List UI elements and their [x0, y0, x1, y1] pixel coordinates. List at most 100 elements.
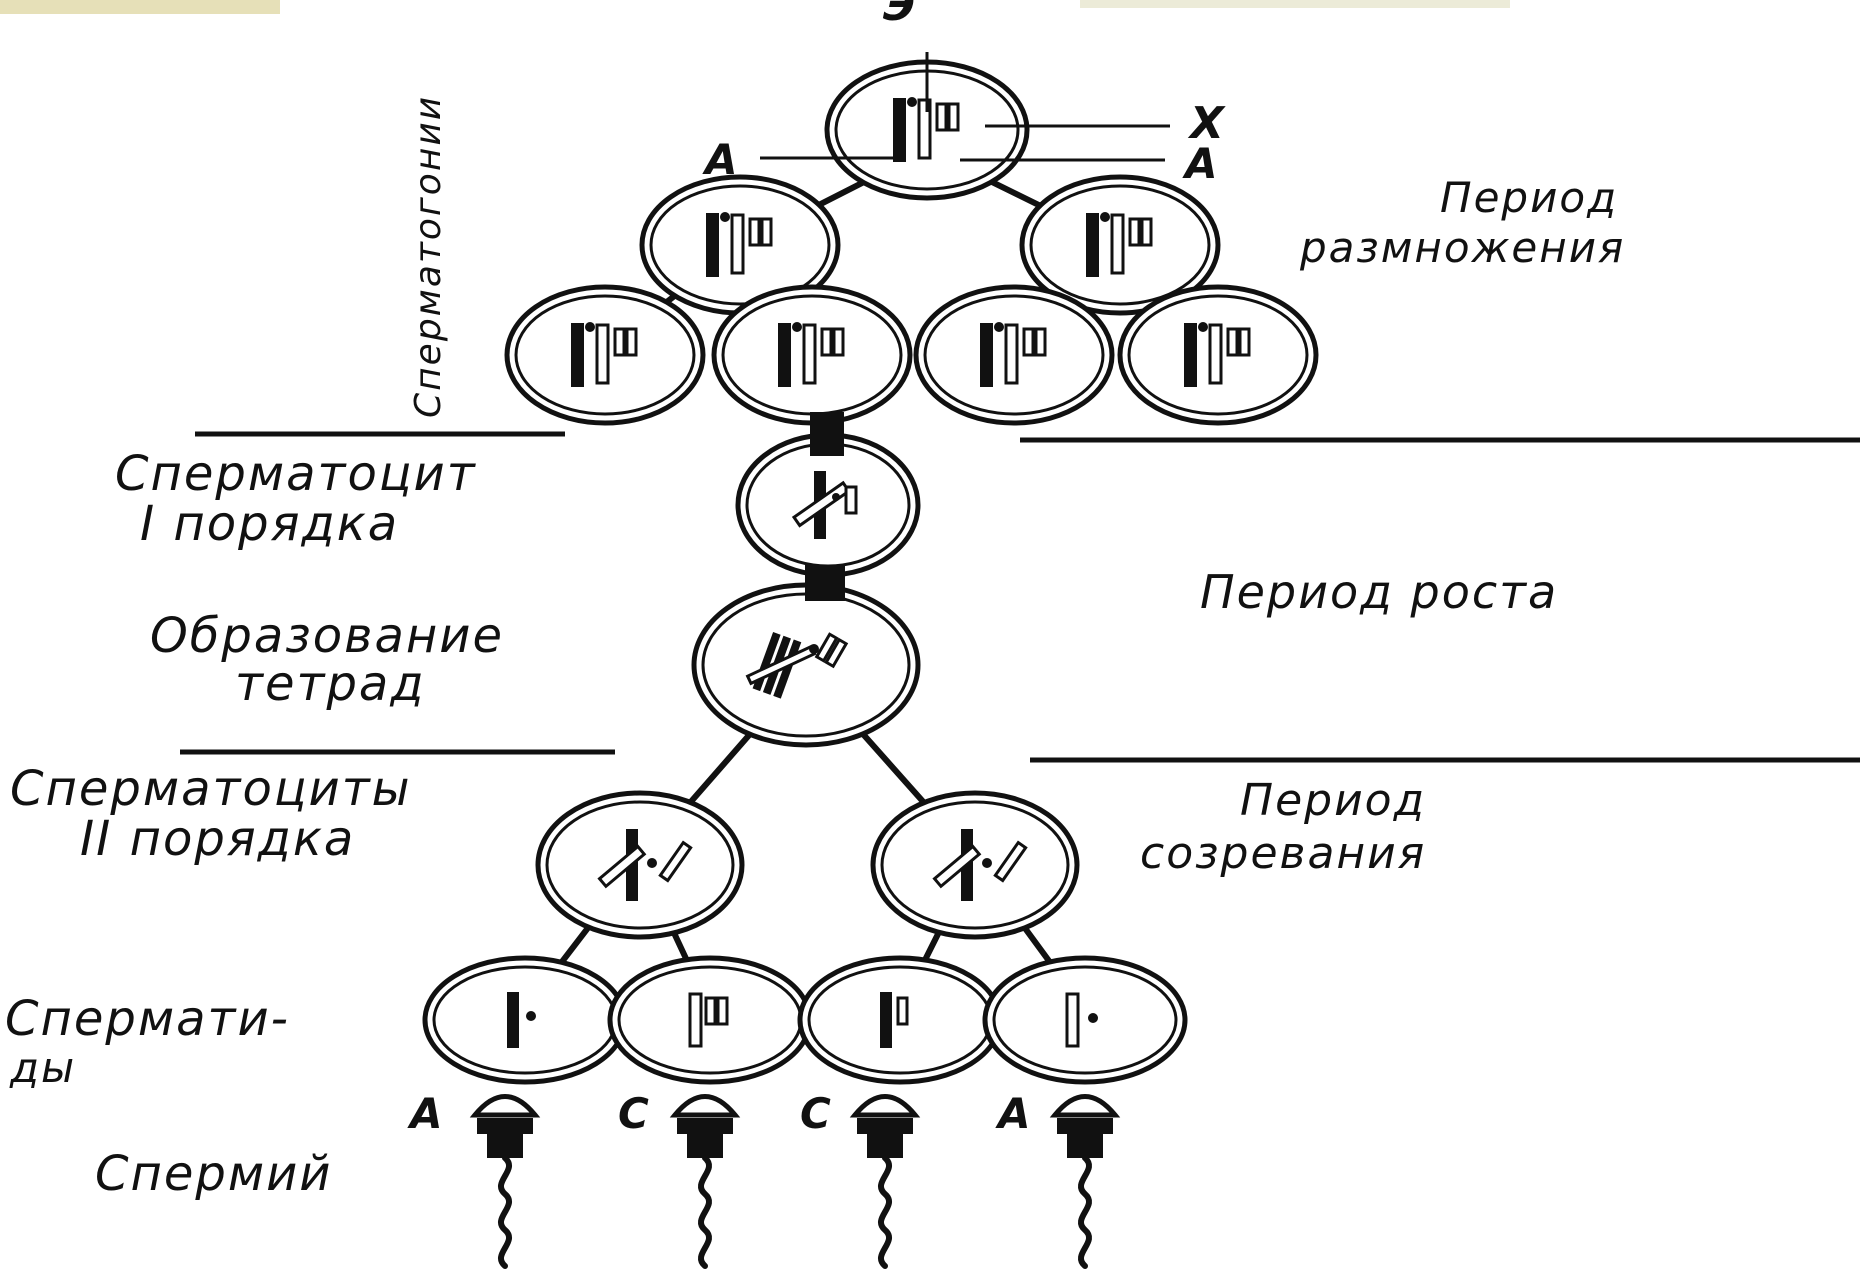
tetrad-small — [814, 632, 839, 663]
chromosome-light — [597, 844, 647, 889]
sperm-cell — [669, 1094, 741, 1269]
chromosome-light — [1110, 213, 1125, 275]
chromosome-dark — [1086, 213, 1099, 277]
cell-inner-ring — [880, 800, 1070, 930]
centromere-dot — [526, 1011, 536, 1021]
chromosome-small — [1238, 327, 1251, 357]
chromosome-small — [716, 996, 729, 1026]
sperm-letter-4: А — [995, 1089, 1033, 1138]
label-maturation-period-2: созревания — [1140, 828, 1426, 879]
top-bar-right — [1080, 0, 1510, 8]
chromosome-light — [1004, 323, 1019, 385]
chromosome-small — [1034, 327, 1047, 357]
label-spermatocyte-1-line1: Сперматоцит — [115, 446, 477, 502]
sperm-neck — [677, 1118, 733, 1134]
label-growth-period: Период роста — [1200, 565, 1558, 619]
chromosome-small — [760, 217, 773, 247]
spermatogonium-cell — [639, 174, 841, 316]
spermatid-cell — [422, 955, 628, 1085]
cell-inner-ring — [701, 592, 911, 738]
label-maturation-period-1: Период — [1240, 775, 1426, 826]
sperm-letter-1: А — [407, 1089, 445, 1138]
chromosome-light — [1208, 323, 1223, 385]
chromosome-light — [917, 98, 932, 160]
sperm-neck — [477, 1118, 533, 1134]
sperm-tail — [1078, 1155, 1092, 1269]
label-tetrad-formation-1: Образование — [150, 608, 504, 664]
chromosome-small — [935, 102, 948, 132]
sperm-midpiece — [487, 1134, 523, 1158]
sperm-neck — [1057, 1118, 1113, 1134]
centromere-dot — [647, 858, 657, 868]
chromosome-light — [595, 323, 610, 385]
sperm-head — [469, 1094, 541, 1118]
chromosome-small — [993, 840, 1028, 883]
chromosome-small — [896, 996, 909, 1026]
chromosome-small — [844, 485, 858, 515]
centromere-dot — [720, 212, 730, 222]
centromere-dot — [1100, 212, 1110, 222]
chromosome-small — [625, 327, 638, 357]
period-dividers — [180, 431, 1860, 763]
sperm-cell — [469, 1094, 541, 1269]
label-spermatocytes-2-line2: II порядка — [80, 811, 355, 867]
cells — [422, 59, 1319, 1085]
top-mark: Э — [883, 0, 917, 31]
sperm-cells — [469, 1094, 1121, 1269]
centromere-dot — [832, 493, 840, 501]
chromosome-dark — [706, 213, 719, 277]
chromosome-light — [730, 213, 745, 275]
centromere-dot — [907, 97, 917, 107]
spermatid-cell — [797, 955, 1003, 1085]
chromosome-dark — [880, 992, 892, 1048]
sperm-letter-2: С — [618, 1089, 651, 1138]
chromosome-light — [688, 992, 703, 1048]
spermatogonium-cell — [913, 284, 1115, 426]
sperm-midpiece — [687, 1134, 723, 1158]
sperm-cell — [1049, 1094, 1121, 1269]
sperm-neck — [857, 1118, 913, 1134]
centromere-dot — [982, 858, 992, 868]
cell-inner-ring — [992, 965, 1178, 1075]
sperm-cell — [849, 1094, 921, 1269]
sperm-midpiece — [867, 1134, 903, 1158]
chromosome-small — [1226, 327, 1239, 357]
chromosome-dark — [893, 98, 906, 162]
label-spermatocytes-2-line1: Сперматоциты — [10, 761, 412, 817]
spermatogonium-cell — [1117, 284, 1319, 426]
chromosome-small — [748, 217, 761, 247]
top-bar-left — [0, 0, 280, 14]
spermatogonium-cell — [711, 284, 913, 426]
chromosome-small — [947, 102, 960, 132]
a-left-mark: A — [702, 135, 740, 184]
label-spermatids-line1: Спермати- — [5, 991, 290, 1047]
thick-connector-2 — [805, 565, 845, 601]
sperm-tail — [498, 1155, 512, 1269]
centromere-dot — [809, 644, 819, 654]
chromosome-small — [820, 327, 833, 357]
centromere-dot — [792, 322, 802, 332]
centromere-dot — [1198, 322, 1208, 332]
cell-inner-ring — [545, 800, 735, 930]
centromere-dot — [1088, 1013, 1098, 1023]
chromosome-dark — [778, 323, 791, 387]
spermatocyte-2-cell — [535, 790, 745, 940]
chromosome-small — [704, 996, 717, 1026]
label-reproduction-period-1: Период — [1440, 173, 1618, 222]
chromosome-dark — [980, 323, 993, 387]
centromere-dot — [585, 322, 595, 332]
sperm-head — [669, 1094, 741, 1118]
sperm-letter-3: С — [800, 1089, 833, 1138]
label-tetrad-formation-2: тетрад — [235, 656, 426, 712]
chromosome-small — [1022, 327, 1035, 357]
sperm-tail — [698, 1155, 712, 1269]
label-spermatocyte-1-line2: I порядка — [140, 496, 399, 552]
x-mark: X — [1187, 98, 1226, 149]
label-reproduction-period-2: размножения — [1299, 223, 1625, 272]
chromosome-dark — [507, 992, 519, 1048]
chromosome-light — [802, 323, 817, 385]
chromosome-small — [613, 327, 626, 357]
chromosome-small — [1140, 217, 1153, 247]
label-sperm: Спермий — [95, 1146, 333, 1202]
